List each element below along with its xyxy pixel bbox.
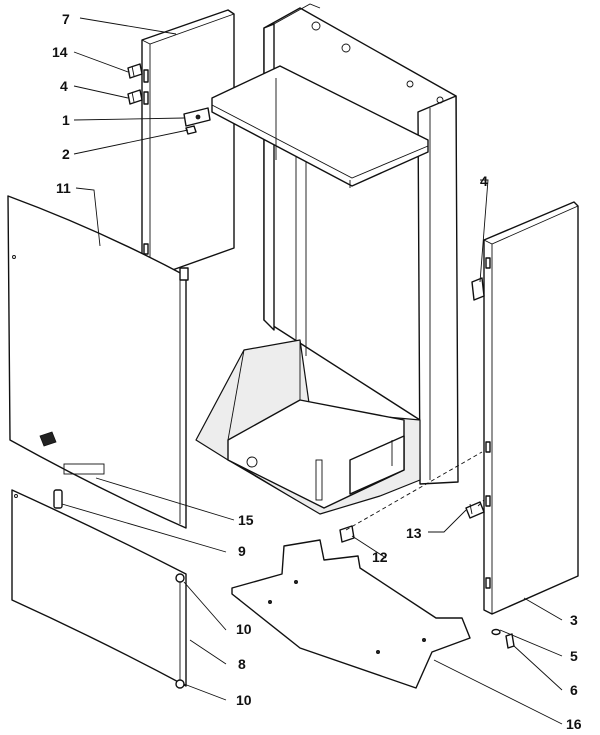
right-side-panel [483, 201, 579, 615]
base-plate [231, 539, 471, 689]
callout-8: 8 [238, 656, 246, 672]
callout-9: 9 [238, 543, 246, 559]
callout-2: 2 [62, 146, 70, 162]
leader-lines [61, 17, 563, 725]
screw-6 [505, 633, 515, 649]
clip-12 [339, 525, 355, 543]
callout-6: 6 [570, 682, 578, 698]
callout-labels: 7 14 4 1 2 11 4 15 9 13 12 10 3 8 5 6 10… [52, 11, 582, 732]
washer-5 [491, 628, 501, 636]
callout-5: 5 [570, 648, 578, 664]
callout-4-left: 4 [60, 78, 68, 94]
callout-13: 13 [406, 525, 422, 541]
callout-7: 7 [62, 11, 70, 27]
callout-16: 16 [566, 716, 582, 732]
callout-1: 1 [62, 112, 70, 128]
callout-15: 15 [238, 512, 254, 528]
boiler-chassis [195, 3, 459, 515]
clip-13 [465, 501, 485, 519]
callout-14: 14 [52, 44, 68, 60]
upper-front-panel [7, 195, 189, 529]
callout-3: 3 [570, 612, 578, 628]
callout-11: 11 [56, 180, 71, 196]
callout-4-right: 4 [480, 173, 488, 189]
left-side-panel [141, 9, 235, 279]
clip-4-right [471, 277, 485, 301]
callout-10-lower: 10 [236, 692, 252, 708]
bracket-1 [183, 107, 211, 127]
clip-4-left [127, 89, 143, 105]
callout-10-upper: 10 [236, 621, 252, 637]
callout-12: 12 [372, 549, 388, 565]
clip-14 [127, 63, 143, 79]
lower-front-panel [11, 489, 187, 689]
screw-2 [185, 125, 197, 135]
